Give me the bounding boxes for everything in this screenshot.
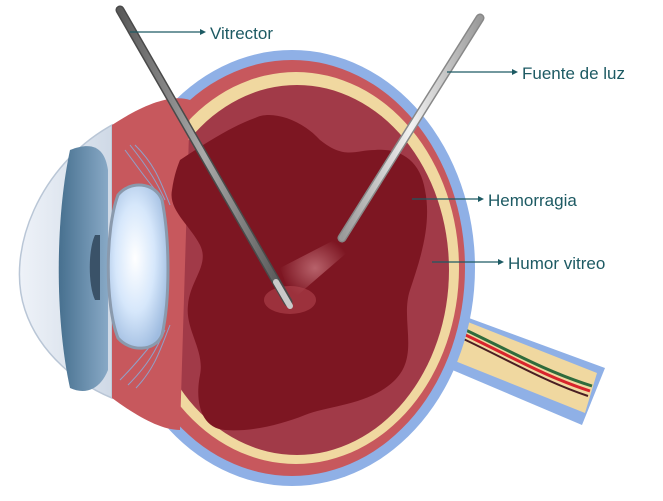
arrow-right-icon [478,196,484,202]
arrow-right-icon [512,69,518,75]
callout-light-source: Fuente de luz [447,64,625,83]
callout-hemorrhage: Hemorragia [412,191,577,210]
iris [58,146,108,391]
callout-vitreous-humor: Humor vitreo [432,254,605,273]
hemorrhage-label: Hemorragia [488,191,577,210]
callout-vitrector: Vitrector [130,24,273,43]
lens [106,183,170,350]
pupil-edge [89,235,100,300]
arrow-right-icon [498,259,504,265]
vitrector-label: Vitrector [210,24,273,43]
light-source-label: Fuente de luz [522,64,625,83]
arrow-right-icon [200,29,206,35]
light-cone [280,236,350,300]
light-source-probe [337,13,485,243]
vitrector-probe [115,5,293,309]
vitreous-humor-label: Humor vitreo [508,254,605,273]
